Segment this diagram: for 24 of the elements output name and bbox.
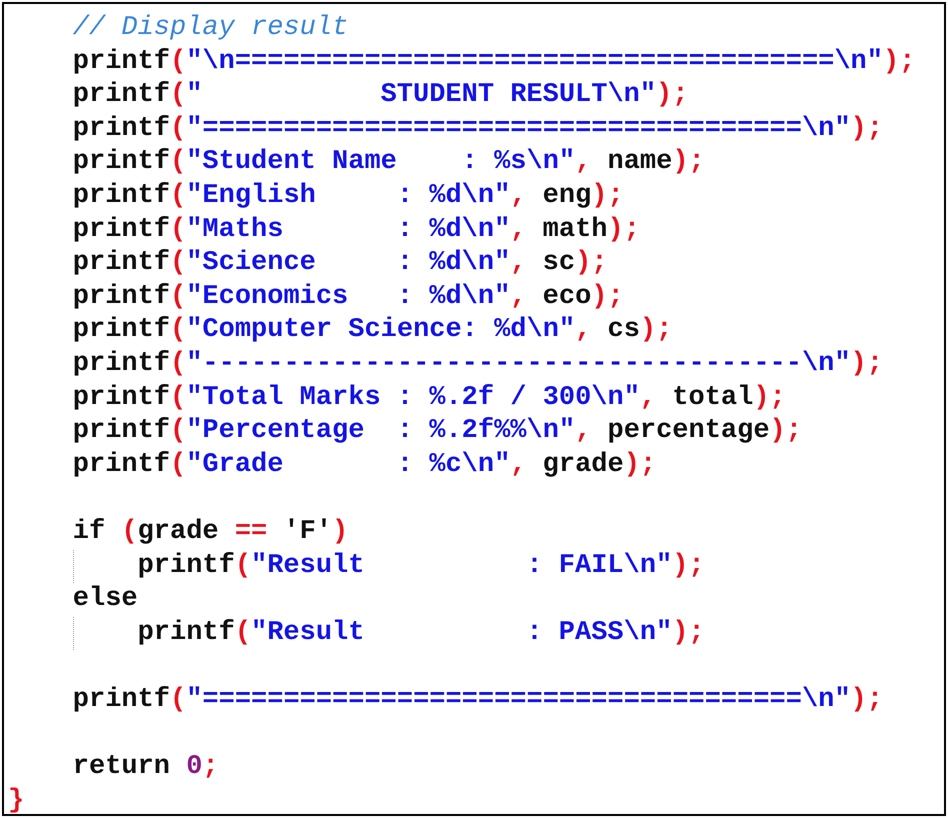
code-line: } [8,784,24,817]
code-line: STUDENT RESULT\n"); [380,79,688,112]
code-line: printf("\n=====================================\n"); [72,46,916,78]
code-line: printf("=====================================\n"); [72,684,883,716]
code-line: else [72,583,138,616]
code-line: printf("Grade : %c\n", grade); [72,448,656,481]
code-line: printf("Maths : %d\n", math); [72,214,640,246]
code-line: printf("Student Name : %s\n", name); [72,146,705,178]
code-line: : PASS\n"); [526,616,705,649]
code-line: printf("English : %d\n", eng); [72,180,624,212]
code-line: printf(" [72,79,202,112]
code-line: printf("Science : %d\n", sc); [72,247,608,280]
code-line: printf("Result [138,616,364,649]
code-line: printf("Total Marks : %.2f / 300\n", total); [72,382,786,414]
code-line: printf("=====================================\n"); [72,112,883,145]
code-line: return 0; [72,751,219,784]
code-line: printf("Economics : %d\n", eco); [72,280,624,313]
code-line: printf("-------------------------------------\n"); [72,348,883,380]
code-comment: // Display result [72,12,348,44]
code-line: if (grade == 'F') [72,516,348,548]
code-line: printf("Computer Science: %d\n", cs); [72,314,672,346]
code-line: : FAIL\n"); [526,550,705,582]
code-line: printf("Result [138,550,364,582]
code-line: printf("Percentage : %.2f%%\n", percentage); [72,415,802,448]
